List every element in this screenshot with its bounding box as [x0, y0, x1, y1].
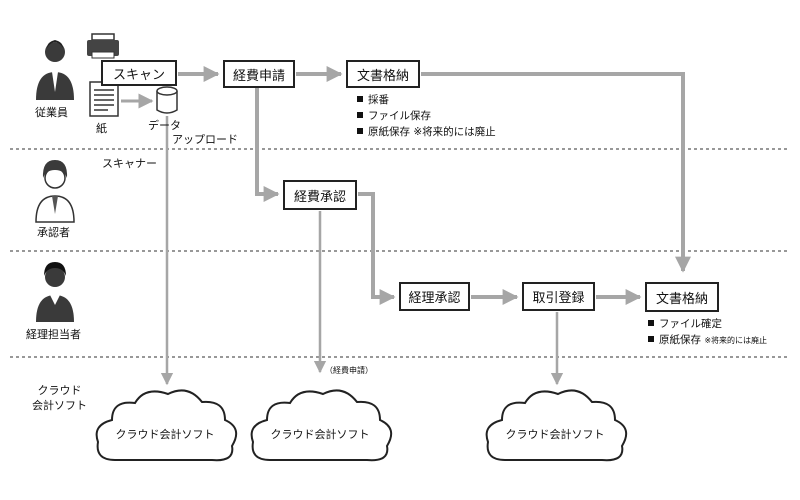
lane-label-cloud: クラウド 会計ソフト	[32, 384, 87, 412]
accounting-approval-box: 経理承認	[399, 282, 470, 311]
cloud-label: クラウド会計ソフト	[270, 428, 370, 441]
upload-label: アップロード	[172, 133, 238, 146]
cloud-shape	[250, 389, 393, 462]
cloud-shape	[485, 389, 628, 462]
cloud-label: クラウド会計ソフト	[505, 428, 605, 441]
bullet-square-icon	[357, 96, 363, 102]
database-icon	[156, 86, 178, 114]
scanner-label: スキャナー	[102, 157, 157, 170]
scan-box: スキャン	[101, 60, 177, 86]
document-store-2-items: ファイル確定 原紙保存 ※将来的には廃止	[648, 316, 767, 349]
store1-to-store2-arrow	[421, 72, 691, 273]
expense-approval-box: 経費承認	[283, 180, 357, 210]
cloud-label: クラウド会計ソフト	[115, 428, 215, 441]
bullet-item: 原紙保存 ※将来的には廃止	[648, 332, 767, 349]
data-label: データ	[148, 119, 181, 132]
bullet-square-icon	[648, 320, 654, 326]
bullet-item: ファイル保存	[357, 108, 496, 124]
bullet-item: 採番	[357, 92, 496, 108]
approval-to-accounting-arrow	[358, 192, 396, 305]
lane-label-accountant: 経理担当者	[26, 328, 81, 341]
employee-person-icon	[36, 40, 74, 100]
lane-label-employee: 従業員	[35, 106, 68, 119]
document-store-1-items: 採番 ファイル保存 原紙保存 ※将来的には廃止	[357, 92, 496, 140]
scanner-icon	[87, 33, 119, 59]
bullet-item: 原紙保存 ※将来的には廃止	[357, 124, 496, 140]
transaction-entry-box: 取引登録	[522, 282, 595, 311]
bullet-item: ファイル確定	[648, 316, 767, 332]
accountant-person-icon	[36, 262, 74, 322]
bullet-square-icon	[357, 112, 363, 118]
bullet-square-icon	[648, 336, 654, 342]
document-store-box-1: 文書格納	[346, 60, 420, 88]
bullet-square-icon	[357, 128, 363, 134]
cloud-shape	[95, 389, 238, 462]
lane-label-approver: 承認者	[37, 226, 70, 239]
paper-label: 紙	[96, 122, 107, 135]
expense-request-note: （経費申請）	[325, 366, 373, 375]
document-store-box-2: 文書格納	[645, 282, 719, 312]
expense-to-approval-arrow	[255, 88, 280, 202]
expense-request-box: 経費申請	[223, 60, 295, 88]
approver-person-icon	[35, 160, 75, 223]
paper-icon	[89, 81, 119, 117]
